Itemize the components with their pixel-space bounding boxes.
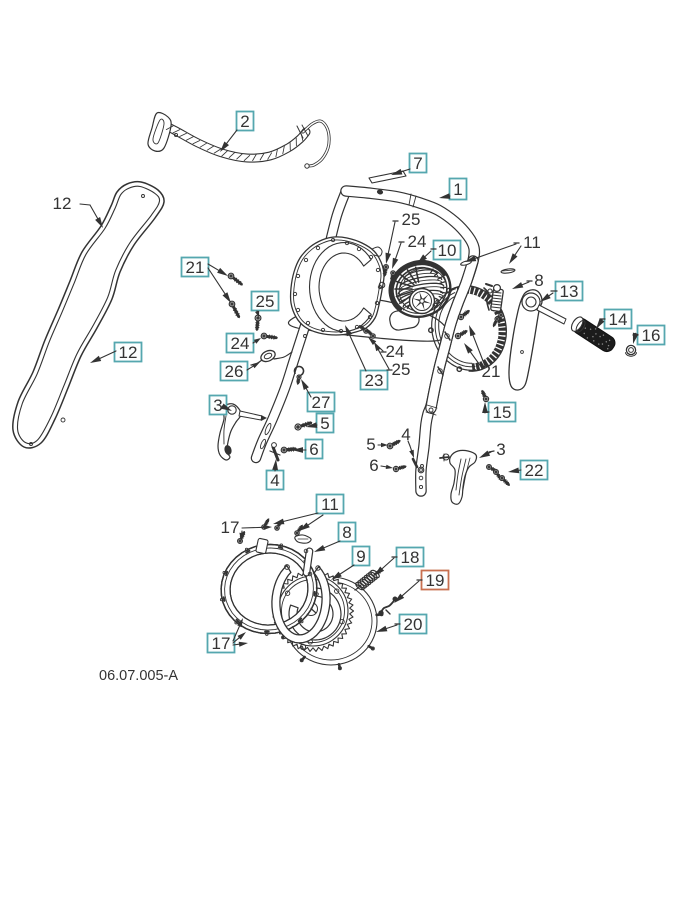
svg-text:27: 27 bbox=[312, 393, 331, 412]
svg-text:2: 2 bbox=[240, 112, 249, 131]
svg-text:13: 13 bbox=[560, 282, 579, 301]
svg-text:11: 11 bbox=[523, 233, 541, 252]
svg-text:6: 6 bbox=[369, 456, 378, 475]
svg-text:12: 12 bbox=[119, 343, 138, 362]
svg-text:8: 8 bbox=[534, 271, 543, 290]
svg-text:23: 23 bbox=[365, 371, 384, 390]
svg-text:24: 24 bbox=[231, 334, 250, 353]
svg-text:3: 3 bbox=[496, 440, 505, 459]
svg-text:19: 19 bbox=[426, 571, 445, 590]
svg-text:26: 26 bbox=[225, 362, 244, 381]
svg-text:17: 17 bbox=[221, 518, 240, 537]
svg-text:8: 8 bbox=[342, 523, 351, 542]
svg-text:24: 24 bbox=[408, 232, 427, 251]
svg-text:25: 25 bbox=[392, 360, 411, 379]
svg-text:20: 20 bbox=[404, 615, 423, 634]
svg-text:11: 11 bbox=[321, 495, 339, 514]
svg-text:25: 25 bbox=[402, 210, 421, 229]
svg-text:6: 6 bbox=[309, 440, 318, 459]
svg-text:12: 12 bbox=[53, 194, 72, 213]
svg-text:5: 5 bbox=[320, 414, 329, 433]
svg-text:25: 25 bbox=[256, 292, 275, 311]
svg-text:1: 1 bbox=[453, 180, 462, 199]
svg-text:3: 3 bbox=[213, 396, 222, 415]
svg-text:10: 10 bbox=[438, 241, 457, 260]
svg-text:17: 17 bbox=[212, 634, 231, 653]
svg-text:14: 14 bbox=[609, 310, 628, 329]
svg-text:22: 22 bbox=[525, 461, 544, 480]
svg-text:06.07.005-A: 06.07.005-A bbox=[99, 668, 178, 684]
svg-text:24: 24 bbox=[386, 342, 405, 361]
svg-text:16: 16 bbox=[642, 326, 661, 345]
svg-text:5: 5 bbox=[366, 435, 375, 454]
svg-text:18: 18 bbox=[401, 548, 420, 567]
svg-text:7: 7 bbox=[413, 154, 422, 173]
svg-text:15: 15 bbox=[493, 403, 512, 422]
svg-text:9: 9 bbox=[356, 547, 365, 566]
svg-text:21: 21 bbox=[186, 258, 205, 277]
svg-text:4: 4 bbox=[401, 425, 410, 444]
svg-text:4: 4 bbox=[270, 471, 279, 490]
